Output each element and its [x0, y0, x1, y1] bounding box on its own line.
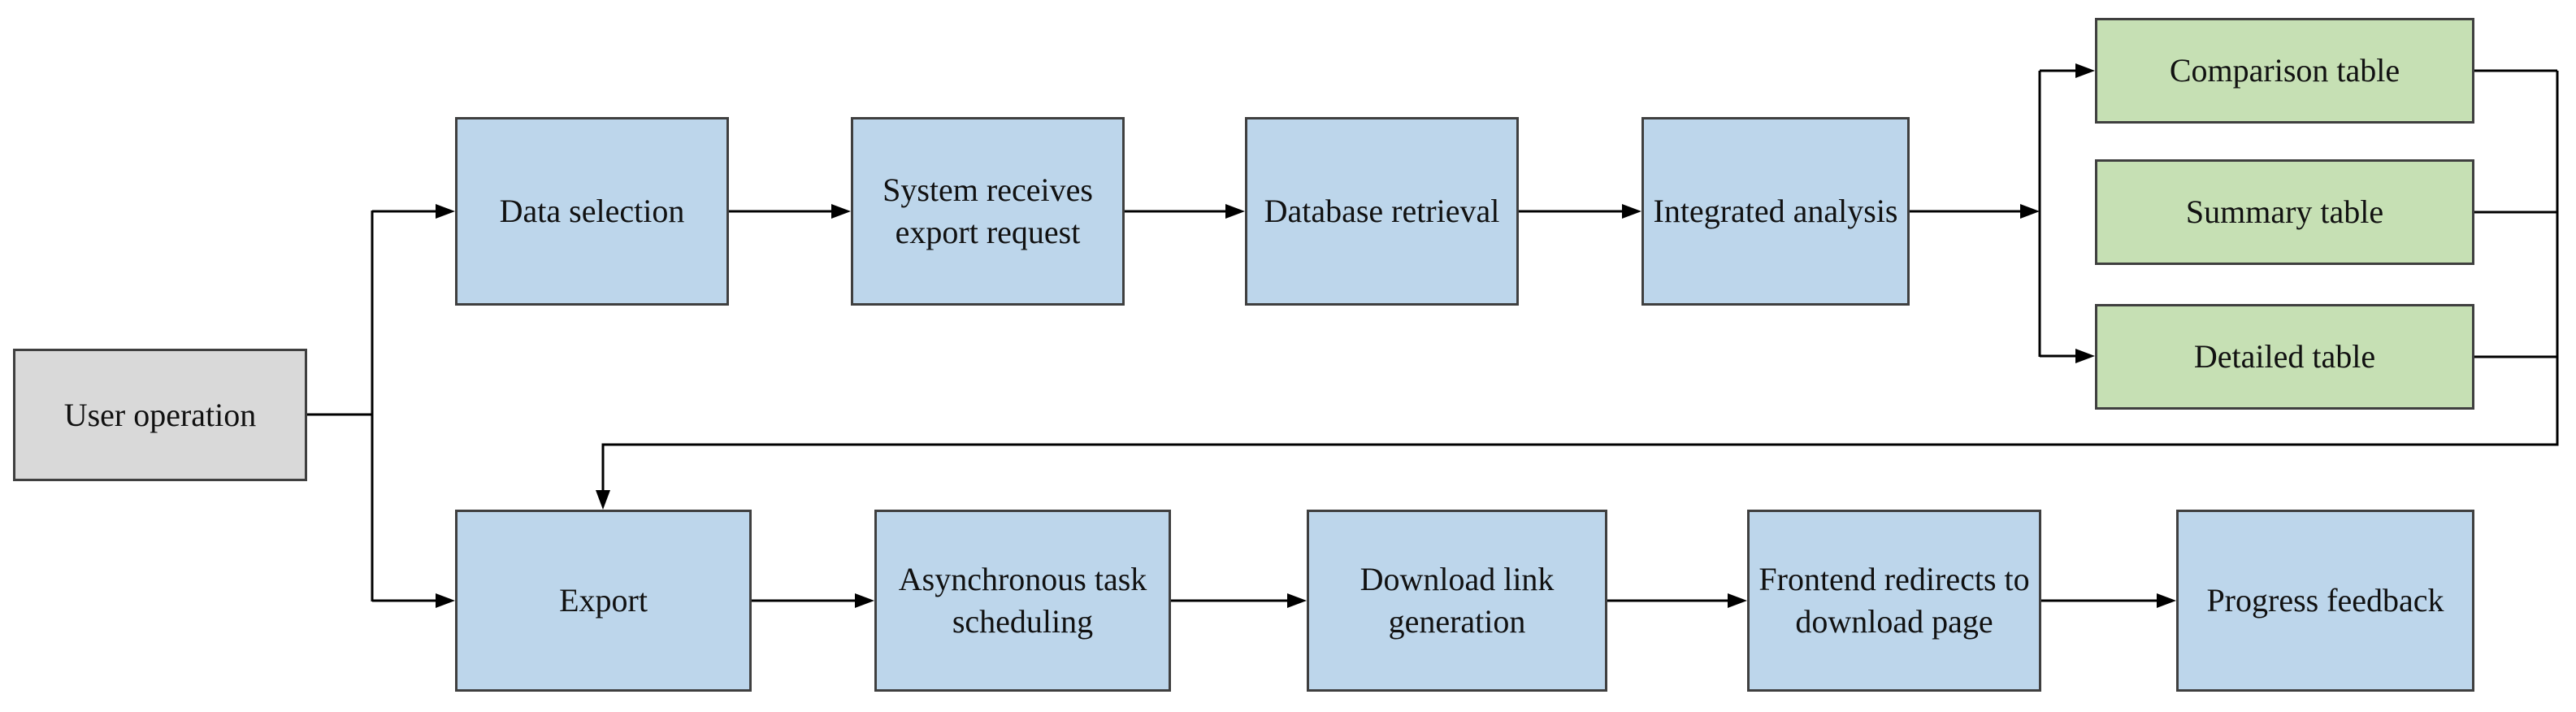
node-frontend-redirects-to-download-page-label: Frontend redirects to download page: [1759, 561, 2030, 640]
edge-async-to-download: [1171, 593, 1307, 608]
edge-data-selection-to-system: [729, 204, 851, 219]
node-asynchronous-task-scheduling-label: Asynchronous task scheduling: [898, 561, 1147, 640]
edge-frontend-to-progress: [2041, 593, 2176, 608]
edge-user-to-export: [372, 593, 455, 608]
node-comparison-table-label: Comparison table: [2169, 52, 2400, 89]
node-user-operation: User operation: [13, 349, 307, 481]
node-user-operation-label: User operation: [63, 396, 257, 433]
node-detailed-table: Detailed table: [2095, 304, 2474, 410]
node-export: Export: [455, 510, 752, 692]
node-progress-feedback-label: Progress feedback: [2206, 582, 2444, 619]
node-integrated-analysis-label: Integrated analysis: [1653, 193, 1898, 229]
node-database-retrieval: Database retrieval: [1245, 117, 1519, 306]
node-progress-feedback: Progress feedback: [2176, 510, 2474, 692]
edge-download-to-frontend: [1607, 593, 1747, 608]
node-summary-table-label: Summary table: [2185, 193, 2384, 230]
node-download-link-generation-label: Download link generation: [1360, 561, 1555, 640]
edge-user-operation-branch: [307, 211, 374, 601]
node-system-receives-export-request-label: System receives export request: [883, 171, 1093, 250]
node-download-link-generation: Download link generation: [1307, 510, 1607, 692]
node-summary-table: Summary table: [2095, 159, 2474, 265]
edge-export-to-async: [752, 593, 874, 608]
edge-tables-return-to-export: [596, 71, 2559, 510]
node-data-selection: Data selection: [455, 117, 729, 306]
edge-database-to-integrated: [1519, 204, 1641, 219]
edge-branch-to-comparison-table: [2040, 63, 2095, 78]
node-system-receives-export-request: System receives export request: [851, 117, 1125, 306]
edge-system-to-database: [1125, 204, 1245, 219]
node-comparison-table: Comparison table: [2095, 18, 2474, 124]
node-database-retrieval-label: Database retrieval: [1264, 193, 1500, 229]
node-integrated-analysis: Integrated analysis: [1641, 117, 1910, 306]
node-export-label: Export: [559, 582, 648, 619]
edge-user-to-data-selection: [372, 204, 455, 219]
edge-branch-to-detailed-table: [2040, 349, 2095, 363]
edge-integrated-to-tables-branch: [1910, 71, 2041, 357]
node-detailed-table-label: Detailed table: [2193, 338, 2376, 375]
node-asynchronous-task-scheduling: Asynchronous task scheduling: [874, 510, 1171, 692]
node-frontend-redirects-to-download-page: Frontend redirects to download page: [1747, 510, 2041, 692]
node-data-selection-label: Data selection: [499, 193, 685, 229]
